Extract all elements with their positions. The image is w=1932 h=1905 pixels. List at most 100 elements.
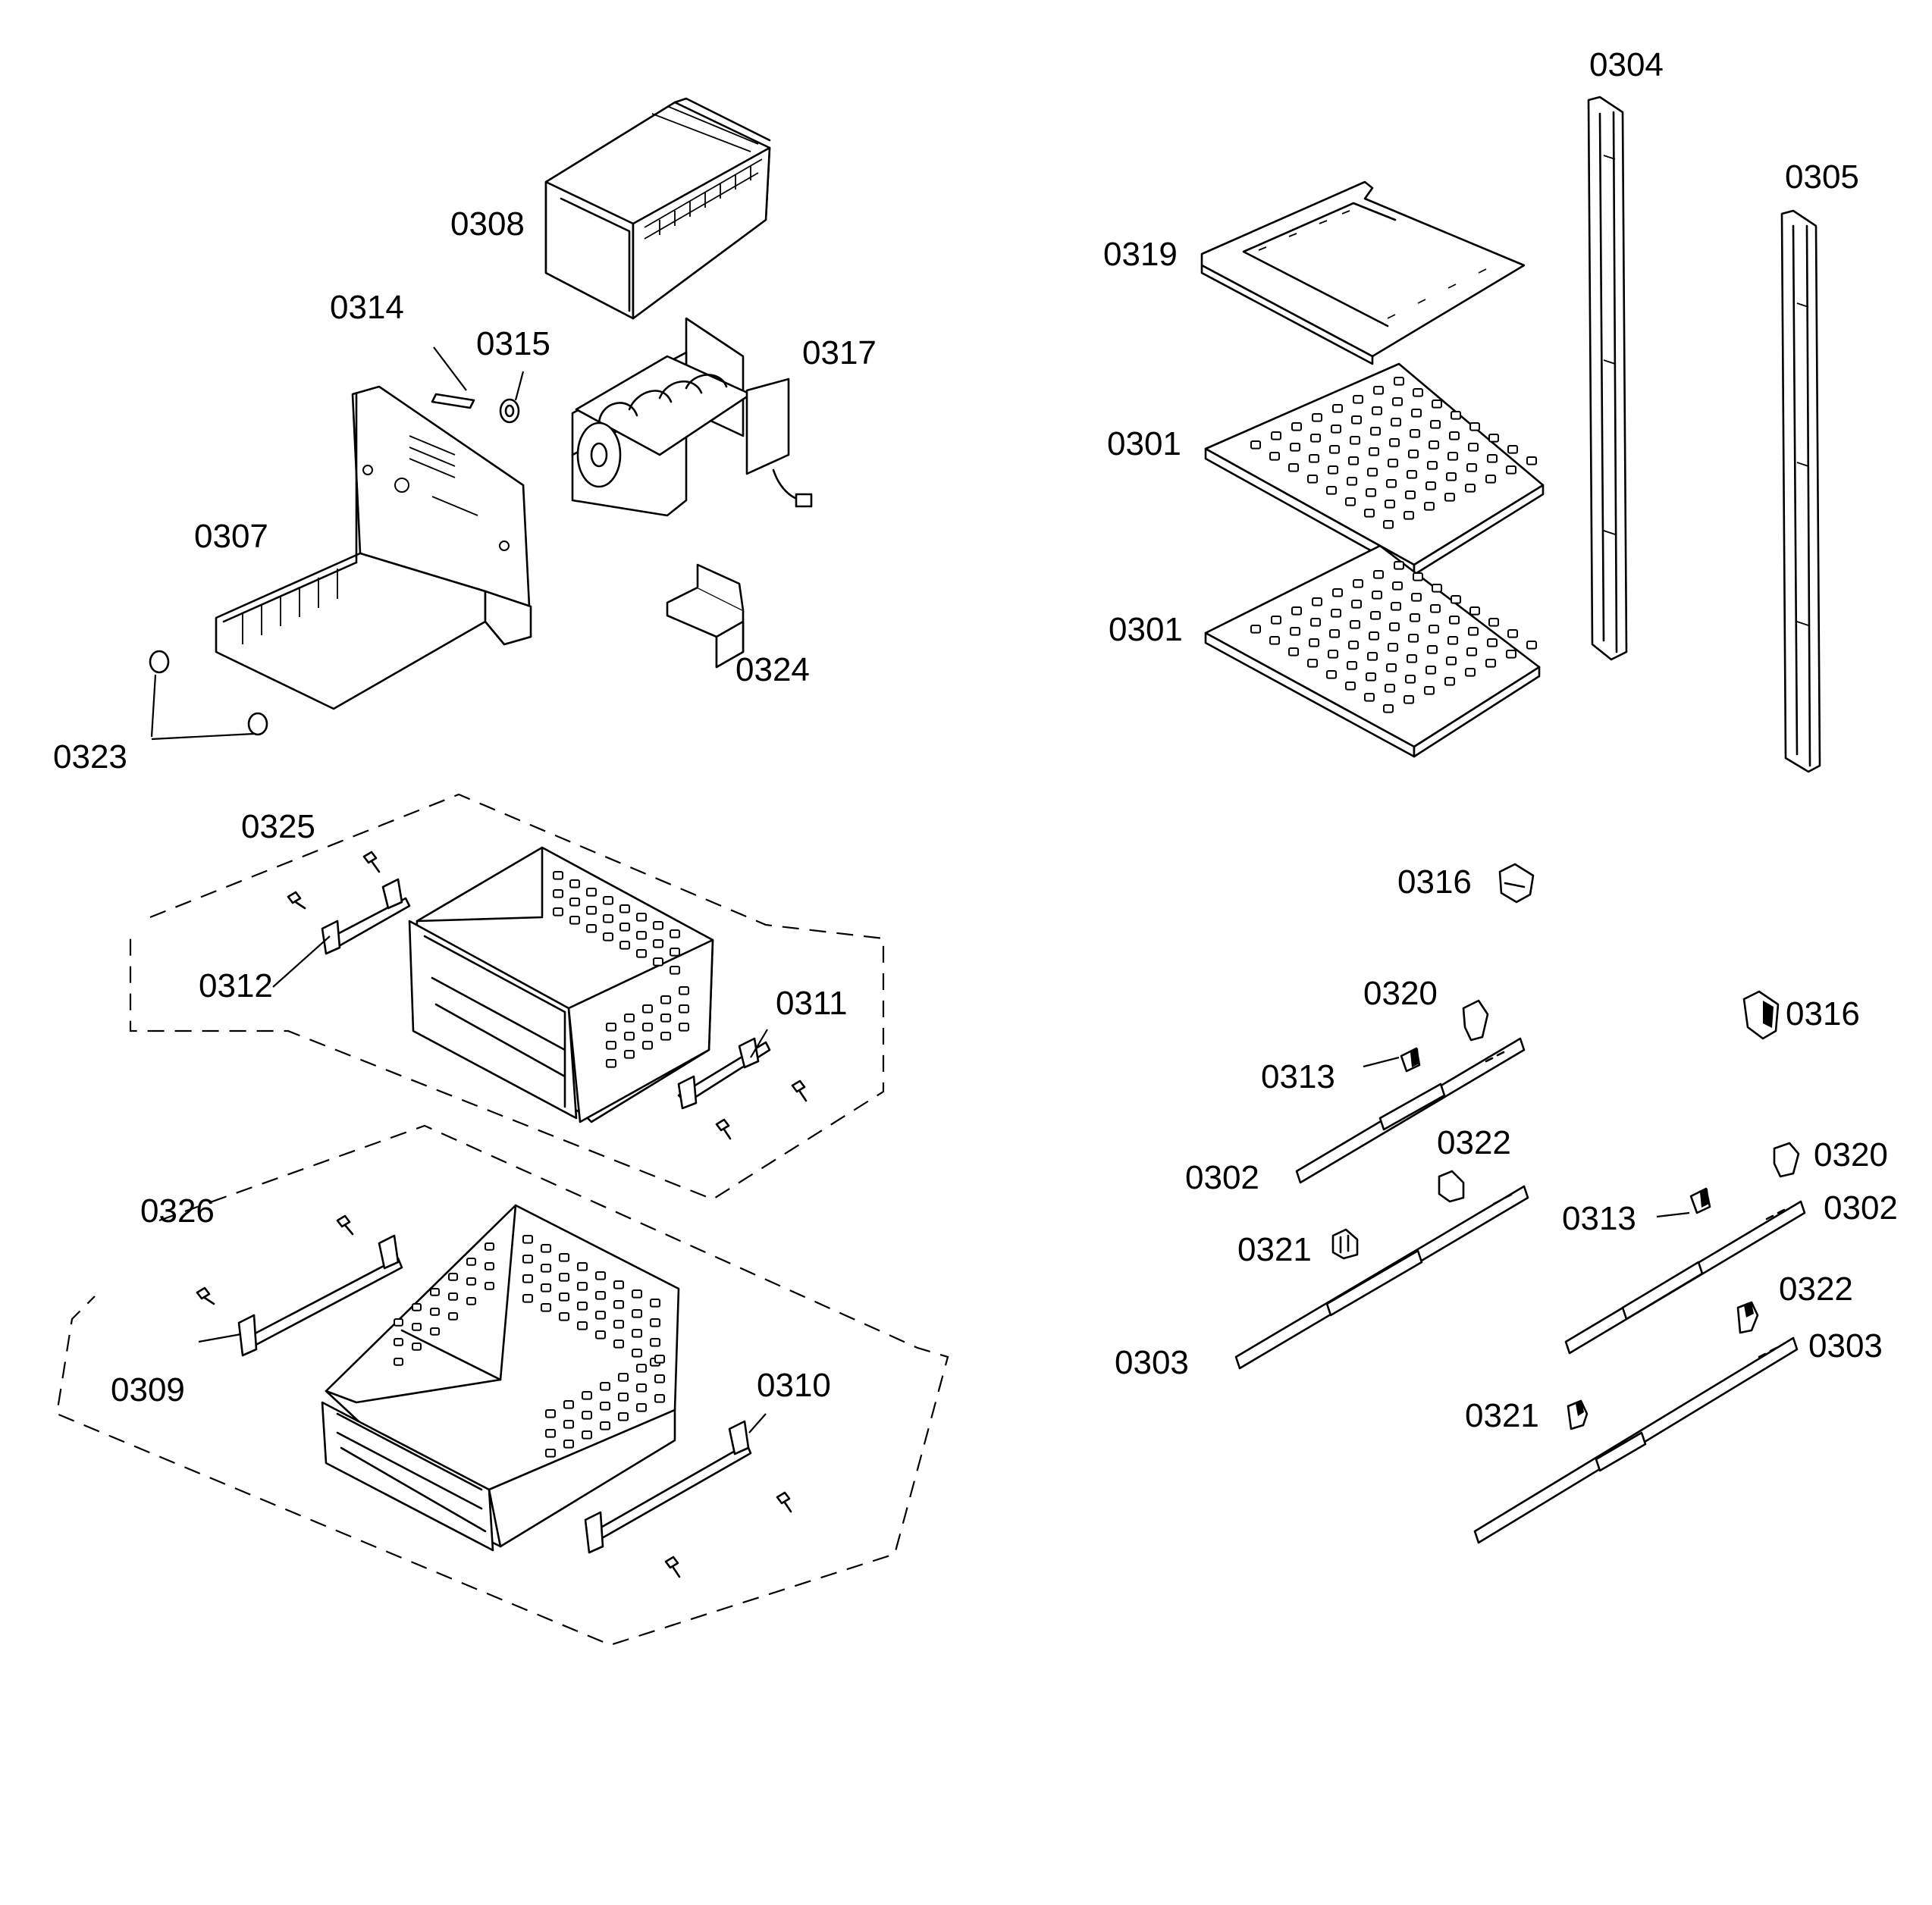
perforation-hole xyxy=(1331,425,1341,434)
perforation-hole xyxy=(466,1297,476,1305)
label-0324: 0324 xyxy=(735,651,810,688)
perforation-hole xyxy=(559,1312,569,1321)
perforation-hole xyxy=(1386,663,1397,672)
perforation-hole xyxy=(636,1383,647,1393)
perforation-hole xyxy=(1485,475,1496,484)
perforation-hole xyxy=(606,1023,616,1032)
label-0313-right: 0313 xyxy=(1562,1200,1636,1237)
perforation-hole xyxy=(559,1292,569,1302)
perforation-hole xyxy=(1446,656,1457,666)
ice-maker-housing-0307 xyxy=(215,385,532,710)
drawer-slide-0303-right xyxy=(1473,1336,1799,1544)
label-0320-right: 0320 xyxy=(1814,1136,1888,1173)
perforation-hole xyxy=(660,1014,671,1023)
perforation-hole xyxy=(466,1258,476,1266)
perforation-hole xyxy=(1466,647,1477,656)
perforation-hole xyxy=(569,879,580,888)
perforation-hole xyxy=(1250,440,1261,450)
perforation-hole xyxy=(619,941,630,950)
perforation-hole xyxy=(1350,620,1360,629)
perforation-hole xyxy=(1309,454,1319,463)
perforation-hole xyxy=(1425,666,1436,675)
perforation-hole xyxy=(1388,459,1398,468)
perforation-hole xyxy=(1370,427,1381,436)
perforation-hole xyxy=(430,1327,440,1336)
perforation-hole xyxy=(545,1409,556,1418)
screw xyxy=(287,891,306,910)
perforation-hole xyxy=(642,1041,653,1050)
perforation-hole xyxy=(563,1440,574,1449)
perforation-hole xyxy=(1429,625,1439,634)
perforation-hole xyxy=(1385,500,1395,509)
perforation-hole xyxy=(613,1300,624,1309)
perforation-hole xyxy=(595,1330,606,1339)
perforation-hole xyxy=(1410,613,1420,622)
label-0320-left: 0320 xyxy=(1363,975,1438,1012)
screw xyxy=(336,1214,354,1236)
shelf-0319 xyxy=(1200,180,1526,365)
perforation-hole xyxy=(1312,597,1322,606)
perforation-hole xyxy=(1331,609,1341,618)
bumper-0323 xyxy=(149,650,268,741)
perforation-hole xyxy=(1488,618,1499,627)
perforation-hole xyxy=(618,1393,629,1402)
perforation-hole xyxy=(1507,629,1518,638)
perforation-hole xyxy=(577,1262,588,1271)
perforation-hole xyxy=(603,896,613,905)
perforation-hole xyxy=(1290,443,1300,452)
perforation-hole xyxy=(679,1004,689,1014)
perforation-hole xyxy=(522,1255,533,1264)
perforation-hole xyxy=(1408,634,1419,643)
screw xyxy=(196,1286,215,1305)
perforation-hole xyxy=(1350,436,1360,445)
perforation-hole xyxy=(632,1329,642,1338)
drawer-slide-0302-left xyxy=(1295,1037,1526,1184)
perforation-hole xyxy=(577,1302,588,1311)
perforation-hole xyxy=(522,1294,533,1303)
perforation-hole xyxy=(394,1338,403,1346)
slide-stop-0320-right xyxy=(1773,1142,1800,1178)
perforation-hole xyxy=(1386,479,1397,488)
perforation-hole xyxy=(632,1309,642,1318)
perforation-hole xyxy=(653,939,663,948)
perforation-hole xyxy=(545,1449,556,1458)
perforation-hole xyxy=(595,1271,606,1280)
perforation-hole xyxy=(485,1262,494,1271)
perforation-hole xyxy=(1449,431,1460,440)
perforation-hole xyxy=(1405,675,1416,684)
perforation-hole xyxy=(1388,643,1398,652)
perforation-hole xyxy=(1367,652,1378,661)
perforation-hole xyxy=(1488,434,1499,443)
perforation-hole xyxy=(586,888,597,897)
perforation-hole xyxy=(619,923,630,932)
perforation-hole xyxy=(1391,418,1401,427)
perforation-hole xyxy=(394,1318,403,1327)
perforation-hole xyxy=(624,1050,635,1059)
label-0325: 0325 xyxy=(241,808,315,845)
perforation-hole xyxy=(1430,604,1441,613)
perforation-hole xyxy=(1366,672,1376,681)
perforation-hole xyxy=(1430,420,1441,429)
perforation-hole xyxy=(660,1032,671,1041)
perforation-hole xyxy=(1290,627,1300,636)
label-0311: 0311 xyxy=(776,985,848,1022)
ice-maker-0317 xyxy=(571,317,813,517)
perforation-hole xyxy=(624,1014,635,1023)
perforation-hole xyxy=(1271,431,1281,440)
perforation-hole xyxy=(606,1059,616,1068)
label-0301-lower: 0301 xyxy=(1109,611,1183,648)
perforation-hole xyxy=(1444,493,1455,502)
slide-clip-0313-right xyxy=(1689,1187,1711,1214)
perforation-hole xyxy=(412,1303,422,1311)
perforation-hole xyxy=(679,986,689,995)
perforation-hole xyxy=(1427,461,1438,470)
perforation-hole xyxy=(650,1338,660,1347)
perforation-hole xyxy=(1372,406,1382,415)
bracket-0324 xyxy=(666,563,745,669)
perforation-hole xyxy=(1307,475,1318,484)
perforation-hole xyxy=(1526,456,1537,465)
perforation-hole xyxy=(603,932,613,942)
drawer-slide-0303-left xyxy=(1234,1185,1529,1370)
perforation-hole xyxy=(582,1430,592,1440)
perforation-hole xyxy=(577,1282,588,1291)
